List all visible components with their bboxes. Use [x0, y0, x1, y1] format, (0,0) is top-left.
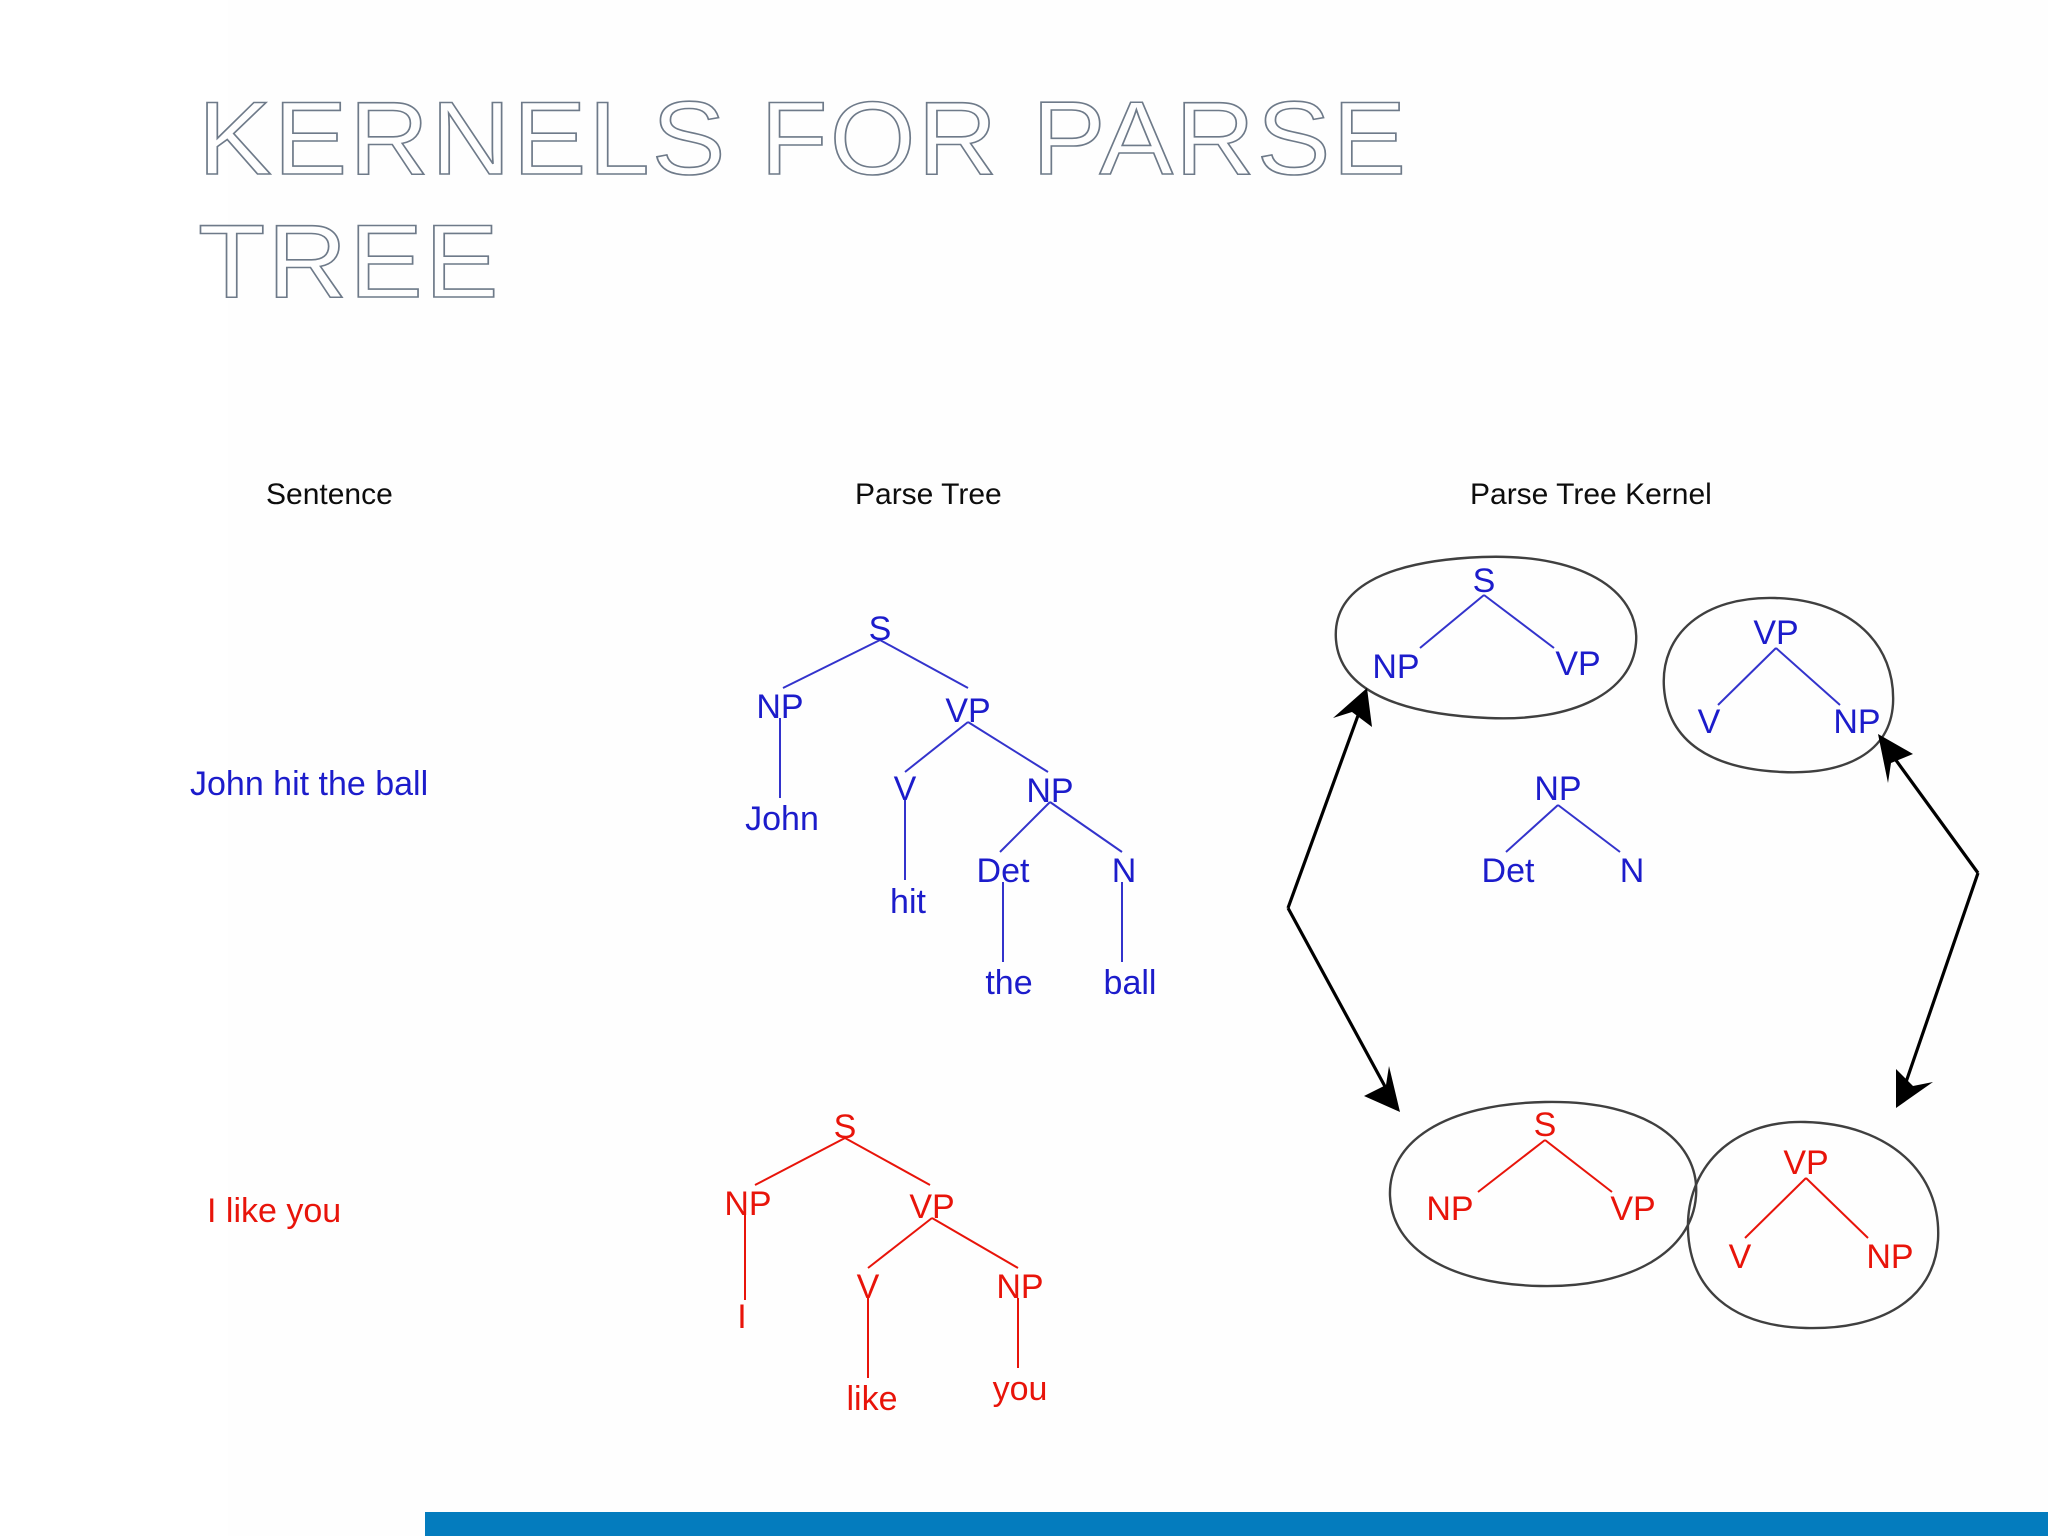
- edge-np2-det: [999, 801, 1051, 853]
- kernel-blue-vp-left: V: [1698, 703, 1721, 741]
- node-blue-hit: hit: [890, 883, 926, 921]
- kernel-red-vp-right: NP: [1866, 1238, 1913, 1276]
- kernel-blue-s-root: S: [1473, 562, 1496, 600]
- kernel-red-vp-ring: [1686, 1120, 1940, 1330]
- parse-tree-blue-edges: [779, 639, 1123, 962]
- node-red-s: S: [834, 1108, 857, 1146]
- node-blue-the: the: [985, 964, 1032, 1002]
- column-header-parse-tree: Parse Tree: [855, 478, 1002, 511]
- kernel-red-s-right: VP: [1610, 1190, 1655, 1228]
- page-title-line-1: Kernels for Parse: [197, 80, 1409, 198]
- connector-left-upper-shaft: [1286, 709, 1362, 909]
- node-blue-s: S: [869, 610, 892, 648]
- kernel-red-vp: VP V NP: [1686, 1120, 1940, 1330]
- node-blue-np2: NP: [1026, 772, 1073, 810]
- connector-right-lower-arrowhead: [1896, 1069, 1933, 1108]
- parse-tree-red: S NP VP I V NP like you: [724, 1108, 1047, 1418]
- node-red-i: I: [737, 1298, 746, 1336]
- matching-kernel-connector-right: [1878, 734, 1980, 1108]
- edge-red-s-np: [754, 1137, 846, 1186]
- kernel-red-s-root: S: [1534, 1106, 1557, 1144]
- kernel-blue-np-left: Det: [1482, 852, 1535, 890]
- node-blue-n: N: [1112, 852, 1137, 890]
- node-blue-det: Det: [977, 852, 1030, 890]
- kernel-blue-vp-root: VP: [1753, 614, 1798, 652]
- node-red-like: like: [846, 1380, 897, 1418]
- kernel-blue-np-root: NP: [1534, 770, 1581, 808]
- kernel-blue-s-ring: [1334, 555, 1638, 720]
- connector-left-upper-arrowhead: [1333, 688, 1372, 727]
- page-title: Kernels for Parse Tree: [197, 78, 1818, 323]
- edge-np2-n: [1049, 801, 1123, 853]
- kernel-red-vp-edge-right: [1805, 1177, 1869, 1239]
- node-blue-ball: ball: [1104, 964, 1157, 1002]
- kernel-blue-s-right: VP: [1555, 645, 1600, 683]
- kernel-red-s-ring: [1388, 1100, 1698, 1288]
- kernel-blue-np-edge-left: [1505, 804, 1559, 853]
- kernel-blue-np: NP Det N: [1482, 770, 1645, 890]
- node-blue-np1: NP: [756, 688, 803, 726]
- kernel-red-vp-left: V: [1729, 1238, 1752, 1276]
- kernel-red-vp-edge-left: [1744, 1177, 1807, 1239]
- kernel-blue-np-right: N: [1620, 852, 1645, 890]
- edge-red-vp-v: [867, 1217, 933, 1269]
- node-red-you: you: [993, 1370, 1048, 1408]
- node-red-np2: NP: [996, 1268, 1043, 1306]
- kernel-blue-vp-right: NP: [1833, 703, 1880, 741]
- edge-s-np: [782, 639, 881, 689]
- edge-vp-np2: [967, 721, 1049, 773]
- kernel-blue-s-edge-right: [1483, 594, 1555, 649]
- sentence-label-red: I like you: [207, 1192, 342, 1230]
- connector-right-upper-arrowhead: [1878, 734, 1913, 783]
- kernel-blue-vp-edge-right: [1775, 647, 1841, 706]
- kernel-red-s: S NP VP: [1388, 1100, 1698, 1288]
- node-red-vp: VP: [909, 1188, 954, 1226]
- kernel-red-s-edge-left: [1477, 1139, 1546, 1193]
- edge-s-vp: [879, 639, 969, 689]
- kernel-blue-np-edge-right: [1557, 804, 1621, 853]
- kernel-red-s-edge-right: [1544, 1139, 1613, 1193]
- edge-red-vp-np2: [931, 1217, 1019, 1269]
- node-red-np1: NP: [724, 1185, 771, 1223]
- left-accent-band: [0, 0, 228, 1536]
- column-header-parse-tree-kernel: Parse Tree Kernel: [1470, 478, 1712, 511]
- kernel-red-s-left: NP: [1426, 1190, 1473, 1228]
- connector-right-upper-shaft: [1888, 751, 1980, 874]
- kernel-blue-s-edge-left: [1419, 594, 1485, 649]
- node-blue-v: V: [894, 770, 917, 808]
- kernel-blue-s: S NP VP: [1334, 555, 1638, 720]
- kernel-blue-vp: VP V NP: [1662, 596, 1895, 774]
- connector-left-lower-shaft: [1286, 907, 1390, 1093]
- node-red-v: V: [857, 1268, 880, 1306]
- edge-vp-v: [904, 721, 969, 773]
- connector-left-lower-arrowhead: [1364, 1066, 1400, 1112]
- matching-kernel-connector-left: [1286, 688, 1400, 1112]
- parse-tree-red-edges: [744, 1137, 1019, 1378]
- node-blue-john: John: [745, 800, 819, 838]
- kernel-blue-s-left: NP: [1372, 648, 1419, 686]
- kernel-blue-vp-edge-left: [1717, 647, 1777, 706]
- node-blue-vp: VP: [945, 692, 990, 730]
- bottom-accent-bar: [425, 1512, 2048, 1536]
- column-header-sentence: Sentence: [266, 478, 393, 511]
- page-title-line-2: Tree: [197, 203, 501, 321]
- sentence-label-blue: John hit the ball: [190, 765, 429, 803]
- connector-right-lower-shaft: [1903, 872, 1980, 1086]
- kernel-blue-vp-ring: [1662, 596, 1895, 774]
- edge-red-s-vp: [844, 1137, 931, 1186]
- parse-tree-blue: S NP VP John V NP hit Det N the ball: [745, 610, 1156, 1002]
- kernel-red-vp-root: VP: [1783, 1144, 1828, 1182]
